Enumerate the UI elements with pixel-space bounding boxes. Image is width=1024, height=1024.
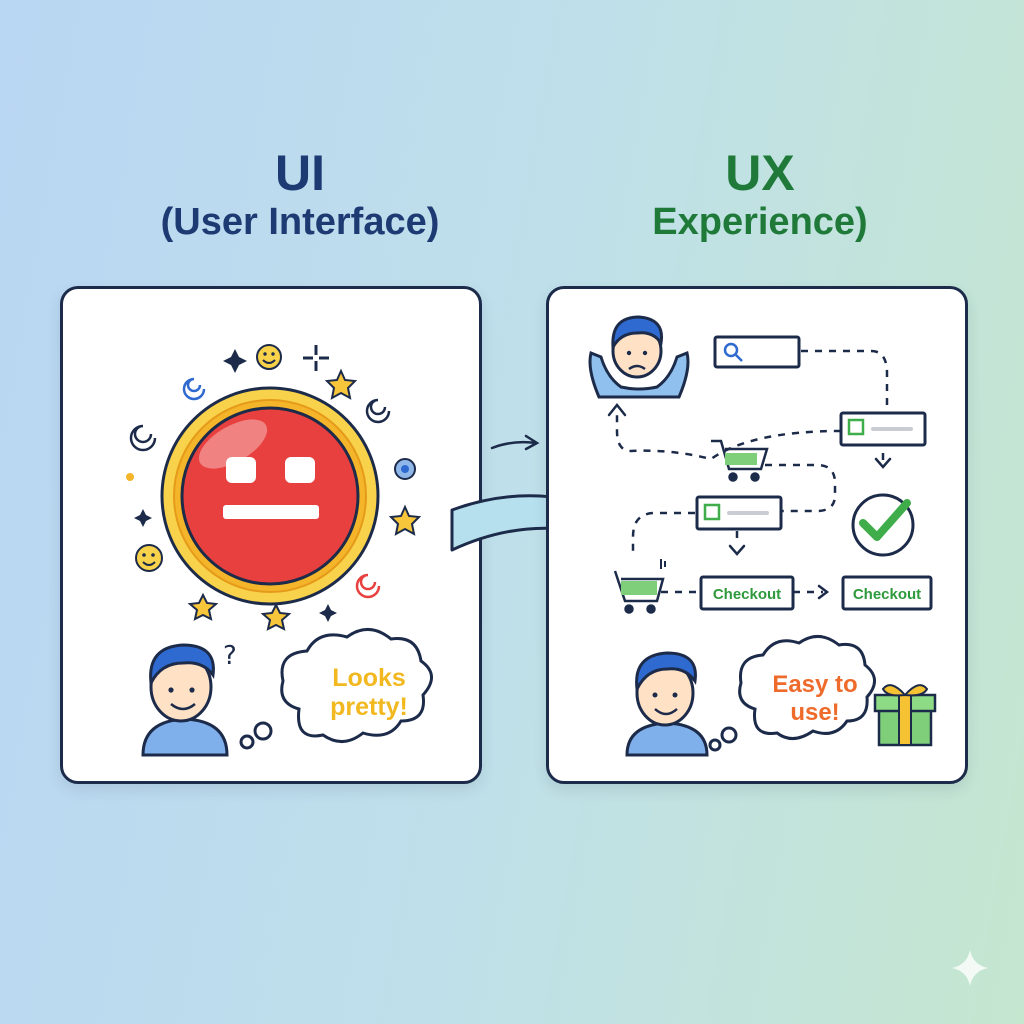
ux-subtitle: Experience) [652, 201, 868, 243]
search-box-icon [713, 335, 801, 369]
ui-panel: ? Looks pretty! [60, 286, 482, 784]
corner-sparkle-icon [952, 950, 988, 986]
checkout-label-left: Checkout [712, 586, 782, 603]
big-red-button-icon [160, 386, 380, 606]
shopping-cart-icon [613, 439, 769, 614]
ux-panel: Checkout Checkout Easy to use! [546, 286, 968, 784]
ui-heading: UI (User Interface) [60, 145, 540, 244]
star-icon [187, 368, 422, 631]
ux-title: UX [725, 145, 795, 201]
ui-subtitle: (User Interface) [160, 201, 440, 243]
user-avatar-icon [141, 643, 229, 757]
success-check-icon [851, 493, 915, 557]
gift-icon [873, 684, 937, 747]
plus-sparkle-icon [303, 345, 329, 371]
checkbox-card-icon [695, 411, 927, 531]
small-arrow-icon [490, 434, 540, 451]
checkout-label-right: Checkout [852, 586, 922, 603]
ui-speech-line-2: pretty! [330, 692, 408, 721]
smiley-icon [135, 344, 282, 572]
ui-illustration: ? [126, 344, 433, 757]
question-mark-icon: ? [223, 641, 237, 671]
ux-speech-text: Easy to use! [755, 671, 875, 726]
sparkle-icon [134, 349, 337, 622]
ux-speech-line-2: use! [790, 698, 840, 726]
ux-illustration [588, 315, 937, 757]
swirl-icon [129, 377, 391, 599]
flow-arrowheads [607, 402, 892, 600]
frustrated-user-icon [588, 315, 690, 399]
checkout-box-left [699, 575, 795, 611]
ui-title: UI [275, 145, 325, 201]
ux-speech-line-1: Easy to [772, 671, 858, 698]
ux-heading: UX Experience) [530, 145, 990, 244]
target-dot-icon [126, 458, 416, 481]
thought-bubble-icon [708, 635, 876, 752]
ui-speech-line-1: Looks [332, 664, 406, 692]
thought-bubble-icon [239, 628, 433, 750]
ui-speech-text: Looks pretty! [299, 664, 439, 722]
flow-path [615, 349, 889, 594]
checkout-box-right [841, 575, 933, 611]
happy-user-icon [625, 651, 709, 757]
